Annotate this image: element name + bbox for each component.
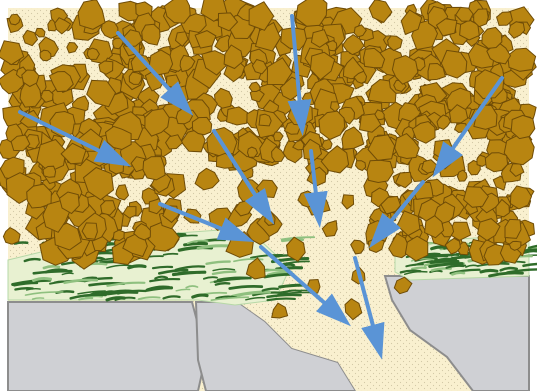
sediment-particle (248, 147, 258, 157)
green-streak (524, 264, 537, 266)
green-streak (129, 266, 145, 268)
sediment-particle (78, 0, 105, 29)
green-streak (452, 273, 464, 275)
sediment-particle (508, 48, 536, 71)
sediment-particle (259, 114, 271, 126)
sediment-particle (40, 50, 51, 61)
sediment-particle (43, 166, 56, 177)
sediment-particle (9, 14, 20, 24)
sediment-particle (129, 72, 142, 84)
green-streak (412, 268, 426, 269)
rock-left (8, 302, 206, 391)
green-streak (277, 268, 302, 269)
sediment-particle (474, 9, 489, 27)
green-streak (481, 270, 497, 271)
green-streak (525, 251, 537, 253)
green-streak (432, 247, 447, 249)
green-streak (164, 254, 178, 255)
sediment-particle (143, 157, 165, 180)
